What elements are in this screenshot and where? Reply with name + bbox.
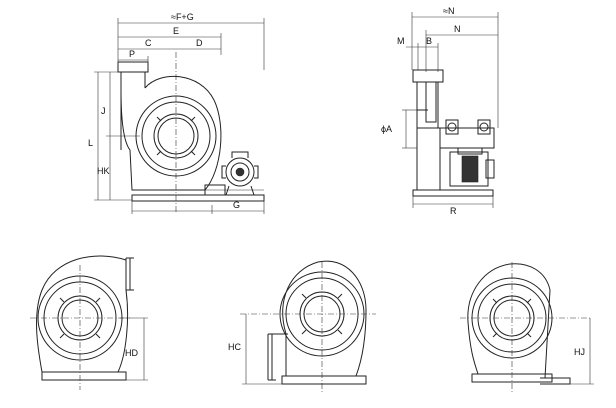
dim-label-hc: HC	[228, 342, 241, 352]
dim-label-l: L	[88, 138, 93, 148]
side-motor	[449, 147, 495, 187]
dim-label-n-approx: ≈N	[443, 6, 454, 16]
dim-label-c: C	[145, 38, 152, 48]
variant-view-hc: HC	[228, 260, 376, 392]
front-base-plate	[131, 194, 265, 202]
dim-label-p: P	[129, 49, 135, 59]
dim-label-n: N	[454, 24, 461, 34]
dim-label-hk: HK	[97, 166, 110, 176]
front-scroll-casing	[120, 75, 222, 191]
hd-outlet	[125, 257, 134, 291]
dim-label-phi-a: ϕA	[381, 124, 392, 134]
side-outlet-flange	[412, 69, 444, 83]
hj-outlet	[540, 377, 571, 385]
front-outlet-duct	[120, 72, 146, 150]
dim-label-j: J	[101, 106, 106, 116]
dim-label-e: E	[173, 26, 179, 36]
dim-label-g: G	[233, 200, 240, 210]
dim-label-b: B	[426, 36, 432, 46]
hc-base-plate	[281, 375, 367, 385]
side-base-plate	[412, 189, 494, 197]
front-motor	[221, 151, 259, 196]
dim-label-m: M	[397, 36, 405, 46]
side-view: ≈N N M B ϕA R	[381, 6, 499, 216]
variant-view-hd: HD	[30, 255, 148, 390]
variant-view-hj: HJ	[460, 262, 594, 392]
front-view: ≈F+G E C D P J L HK G	[88, 12, 265, 214]
dim-label-d: D	[196, 38, 203, 48]
front-inlet-ring	[153, 113, 199, 159]
dim-label-hj: HJ	[574, 347, 585, 357]
front-outlet-flange	[117, 61, 149, 73]
hd-base-plate	[41, 371, 127, 381]
hc-outlet	[267, 333, 288, 381]
dim-label-r: R	[450, 206, 457, 216]
dim-label-hd: HD	[125, 348, 138, 358]
dim-label-f-plus-g: ≈F+G	[171, 12, 194, 22]
